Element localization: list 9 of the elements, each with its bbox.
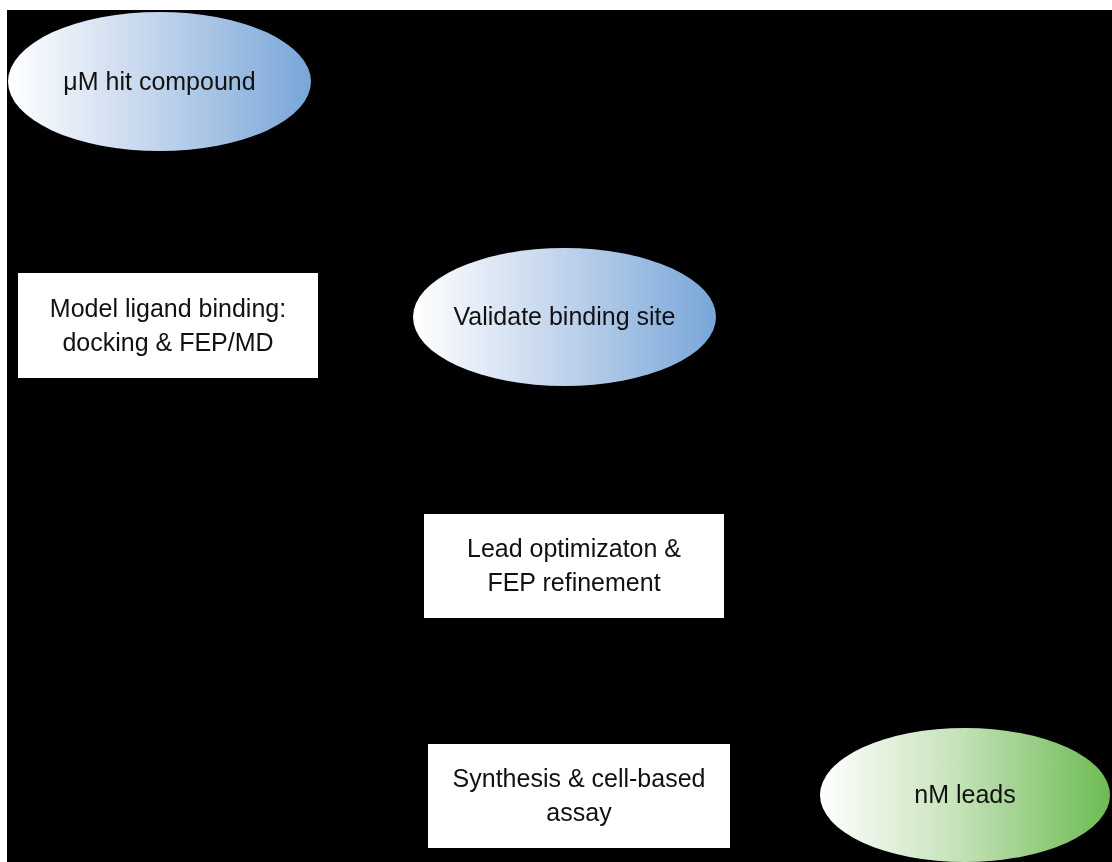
node-label: Lead optimizaton & FEP refinement: [466, 533, 682, 598]
node-label: nM leads: [914, 779, 1016, 811]
node-label: Validate binding site: [453, 301, 676, 333]
node-label: μM hit compound: [63, 65, 256, 97]
node-label: Synthesis & cell-based assay: [451, 763, 707, 828]
node-label: Model ligand binding: docking & FEP/MD: [48, 292, 288, 358]
process-box: [18, 273, 318, 378]
process-box: [428, 744, 730, 848]
process-box: [424, 514, 724, 618]
